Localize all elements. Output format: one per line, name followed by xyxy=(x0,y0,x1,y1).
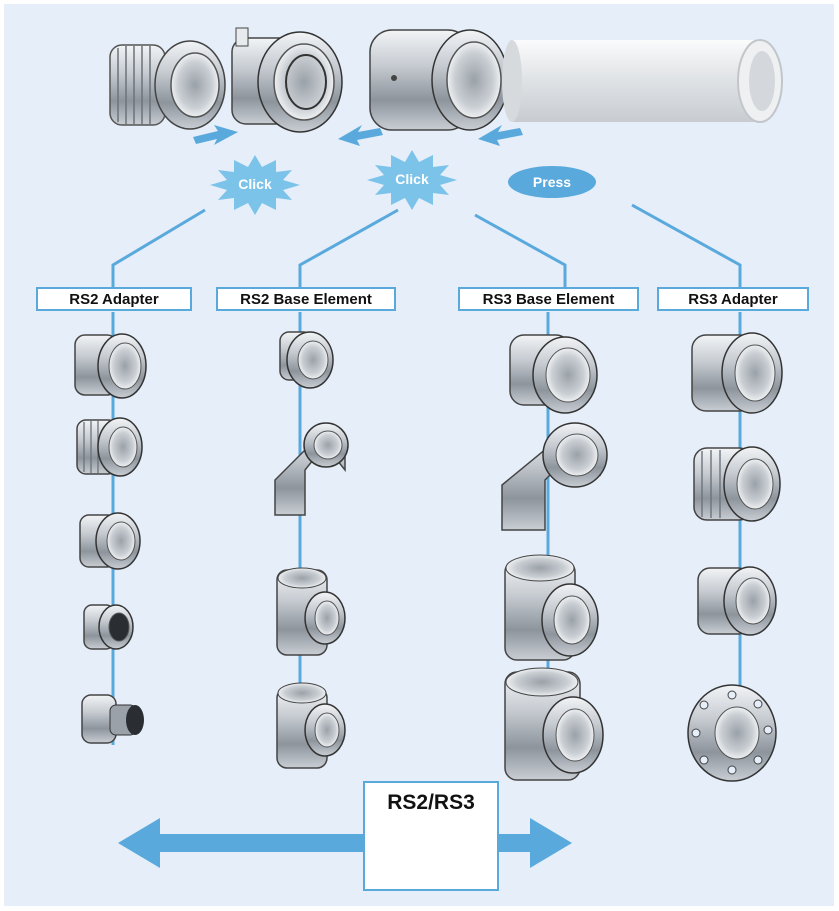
click-label-left: Click xyxy=(238,176,272,192)
column-label-rs2-base-element: RS2 Base Element xyxy=(216,287,396,311)
connector-rs2-base xyxy=(298,208,399,290)
rs2-base-parts xyxy=(274,331,349,769)
join-arrow-1 xyxy=(193,125,238,145)
rs3-base-part-3 xyxy=(504,554,599,661)
rs2-base-part-2 xyxy=(274,422,349,516)
arrow-left xyxy=(118,818,365,868)
coupling-label: RS2/RS3 xyxy=(387,791,475,814)
click-burst-left xyxy=(210,155,300,215)
top-assembly xyxy=(109,27,783,133)
rs3-base-part-2 xyxy=(501,422,608,531)
rs3-adapter-part-3 xyxy=(697,566,777,636)
bottom-double-arrow xyxy=(118,818,572,868)
top-threaded-adapter xyxy=(109,40,226,130)
column-label-rs2-adapter: RS2 Adapter xyxy=(36,287,192,311)
top-rs3-element xyxy=(369,29,509,131)
rs3-base-parts xyxy=(501,334,608,781)
rs2-adapter-parts xyxy=(74,333,147,744)
rs3-adapter-part-2 xyxy=(693,446,781,522)
connector-lines xyxy=(111,203,742,780)
connector-rs2-adapter xyxy=(111,208,206,290)
rs2-base-part-3 xyxy=(276,567,346,656)
connector-rs3-base xyxy=(474,213,567,290)
column-label-rs3-adapter: RS3 Adapter xyxy=(657,287,809,311)
rs3-adapter-part-1 xyxy=(691,332,783,414)
connector-rs3-adapter xyxy=(631,203,742,290)
click-label-right: Click xyxy=(395,171,429,187)
rs3-adapter-parts xyxy=(687,332,783,782)
rs2-adapter-part-3 xyxy=(79,512,141,570)
press-label: Press xyxy=(532,174,572,190)
rs2-adapter-part-5 xyxy=(81,694,144,744)
rs3-base-part-1 xyxy=(509,334,598,414)
press-badge xyxy=(508,166,596,198)
rs2-adapter-part-4 xyxy=(83,604,134,650)
join-arrows xyxy=(193,125,523,146)
coupling-box: RS2/RS3 xyxy=(363,781,499,891)
column-label-rs3-base-element: RS3 Base Element xyxy=(458,287,639,311)
rs2-base-part-4 xyxy=(276,682,346,769)
rs2-adapter-part-2 xyxy=(76,417,143,477)
join-arrow-3 xyxy=(478,125,523,146)
top-base-element xyxy=(231,27,343,133)
top-pipe xyxy=(502,39,783,123)
rs3-base-part-4 xyxy=(504,667,604,781)
rs2-adapter-part-1 xyxy=(74,333,147,399)
click-burst-right xyxy=(367,150,457,210)
rs3-adapter-part-4 xyxy=(687,684,777,782)
join-arrow-2 xyxy=(338,125,383,146)
rs2-base-part-1 xyxy=(279,331,334,389)
arrow-right xyxy=(497,818,572,868)
